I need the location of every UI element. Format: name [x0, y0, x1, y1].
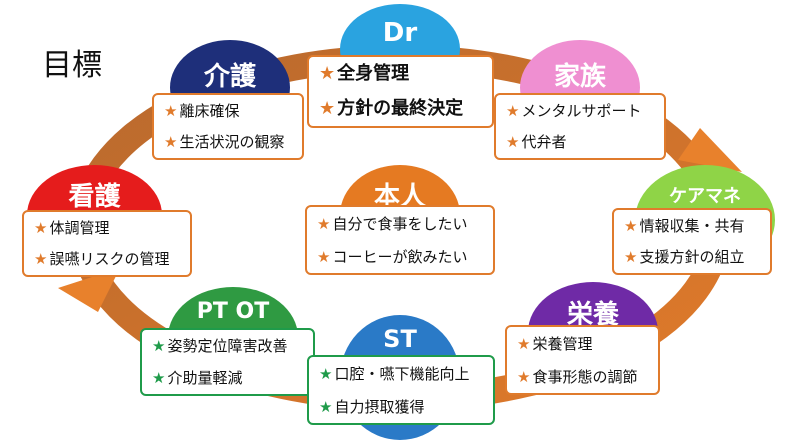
eiyo-item-2: ★食事形態の調節	[517, 367, 638, 386]
star-icon: ★	[317, 214, 331, 233]
center-item-2: ★コーヒーが飲みたい	[317, 247, 468, 266]
st-box: ★口腔・嚥下機能向上 ★自力摂取獲得	[307, 355, 495, 425]
ptot-box: ★姿勢定位障害改善 ★介助量軽減	[140, 328, 315, 396]
center-box: ★自分で食事をしたい ★コーヒーが飲みたい	[305, 205, 495, 275]
cycle-arrow-right	[678, 128, 742, 172]
star-icon: ★	[164, 101, 178, 120]
kaigo-label: 介護	[203, 62, 256, 92]
center-item-1: ★自分で食事をしたい	[317, 214, 468, 233]
dr-box: ★全身管理 ★方針の最終決定	[307, 55, 494, 128]
kazoku-box: ★メンタルサポート ★代弁者	[494, 93, 666, 160]
kazoku-item-2: ★代弁者	[506, 133, 567, 152]
kango-item-2: ★誤嚥リスクの管理	[34, 250, 170, 269]
caremane-item-2: ★支援方針の組立	[624, 248, 745, 267]
star-icon: ★	[34, 218, 48, 237]
ptot-item-1: ★姿勢定位障害改善	[152, 337, 288, 355]
star-icon: ★	[319, 397, 333, 416]
ptot-label: PT OT	[196, 299, 270, 324]
dr-item-1: ★全身管理	[319, 63, 410, 85]
star-icon: ★	[152, 369, 166, 387]
star-icon: ★	[34, 250, 48, 269]
star-icon: ★	[517, 334, 531, 353]
star-icon: ★	[506, 133, 520, 152]
star-icon: ★	[319, 364, 333, 383]
eiyo-box: ★栄養管理 ★食事形態の調節	[505, 325, 660, 395]
page-title: 目標	[42, 48, 102, 83]
kango-label: 看護	[68, 182, 121, 212]
star-icon: ★	[624, 248, 638, 267]
kango-item-1: ★体調管理	[34, 218, 110, 237]
star-icon: ★	[624, 216, 638, 235]
star-icon: ★	[517, 367, 531, 386]
star-icon: ★	[317, 247, 331, 266]
star-icon: ★	[506, 101, 520, 120]
st-item-2: ★自力摂取獲得	[319, 397, 425, 416]
star-icon: ★	[164, 133, 178, 152]
caremane-label: ケアマネ	[669, 186, 741, 207]
kaigo-item-1: ★離床確保	[164, 101, 240, 120]
star-icon: ★	[152, 337, 166, 355]
kazoku-label: 家族	[553, 62, 606, 92]
caremane-box: ★情報収集・共有 ★支援方針の組立	[612, 208, 772, 275]
dr-label: Dr	[382, 18, 418, 48]
kaigo-item-2: ★生活状況の観察	[164, 133, 285, 152]
caremane-item-1: ★情報収集・共有	[624, 216, 745, 235]
dr-item-2: ★方針の最終決定	[319, 97, 464, 119]
star-icon: ★	[319, 97, 336, 119]
kaigo-box: ★離床確保 ★生活状況の観察	[152, 93, 304, 160]
star-icon: ★	[319, 63, 336, 85]
cycle-arrow-left	[58, 268, 120, 312]
eiyo-item-1: ★栄養管理	[517, 334, 593, 353]
kazoku-item-1: ★メンタルサポート	[506, 101, 642, 120]
kango-box: ★体調管理 ★誤嚥リスクの管理	[22, 210, 192, 277]
st-label: ST	[383, 325, 417, 353]
st-item-1: ★口腔・嚥下機能向上	[319, 364, 470, 383]
ptot-item-2: ★介助量軽減	[152, 369, 243, 387]
